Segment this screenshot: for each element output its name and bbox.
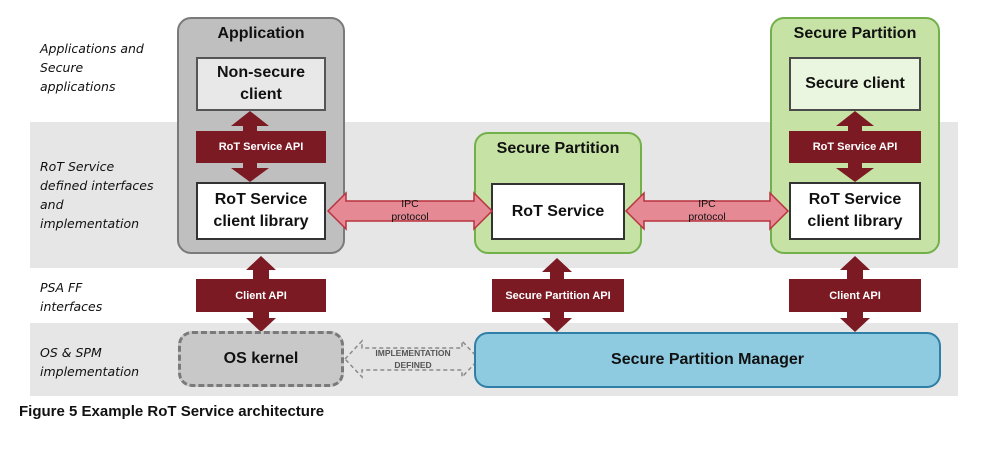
ipc-right-label: IPC protocol [667,198,747,224]
ipc-right-line2: protocol [688,211,726,223]
ipc-right-arrow [624,191,790,231]
ipc-left-arrow [326,191,494,231]
rot-service-label: RoT Service [511,202,605,220]
app-rot-service-api: RoT Service API [196,131,326,163]
rot-service-box: RoT Service [491,183,625,240]
application-title: Application [217,25,305,42]
figure-caption: Figure 5 Example RoT Service architectur… [19,403,325,420]
ipc-right-line1: IPC [698,198,716,210]
ipc-left-line2: protocol [391,211,429,223]
os-kernel-label: OS kernel [223,350,299,367]
secure-partition-manager-box: Secure Partition Manager [474,332,941,388]
secure-client-label: Secure client [805,75,905,92]
sp-client-library-label: RoT Service client library [807,191,903,230]
secure-partition-manager-label: Secure Partition Manager [611,351,804,368]
os-kernel-box: OS kernel [178,331,344,387]
secure-client-box: Secure client [789,57,921,111]
client-api-left: Client API [196,279,326,312]
ipc-left-line1: IPC [401,198,419,210]
app-client-library-label: RoT Service client library [213,191,309,230]
impl-defined-line2: DEFINED [394,360,432,370]
ipc-left-label: IPC protocol [370,198,450,224]
secure-partition-api: Secure Partition API [492,279,624,312]
sp-client-library-box: RoT Service client library [789,182,921,240]
sp-rot-service-api: RoT Service API [789,131,921,163]
row-label-rot-service: RoT Service defined interfaces and imple… [40,159,154,231]
row-label-os-spm: OS & SPM implementation [40,345,140,379]
app-client-library-box: RoT Service client library [196,182,326,240]
client-api-right: Client API [789,279,921,312]
row-label-applications: Applications and Secure applications [40,41,144,94]
secure-partition-middle-title: Secure Partition [496,140,620,157]
secure-partition-right-title: Secure Partition [793,25,917,42]
impl-defined-label: IMPLEMENTATION DEFINED [358,347,468,371]
non-secure-client-box: Non-secure client [196,57,326,111]
non-secure-client-label: Non-secure client [216,64,306,103]
row-label-psa-ff: PSA FF interfaces [40,280,103,314]
impl-defined-line1: IMPLEMENTATION [375,348,451,358]
